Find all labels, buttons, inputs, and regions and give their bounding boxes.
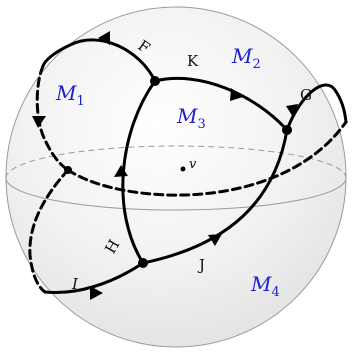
edge-K xyxy=(153,76,289,132)
arrow-G xyxy=(286,104,298,117)
center-point xyxy=(180,166,186,172)
nodes xyxy=(64,76,292,268)
edge-label-K: K xyxy=(187,52,199,70)
sphere xyxy=(5,6,347,348)
node-bottom xyxy=(138,258,148,268)
region-label-M3: M3 xyxy=(176,104,206,132)
arrowheads xyxy=(32,31,298,300)
arrow-I xyxy=(90,286,103,300)
edge-J xyxy=(141,128,289,265)
region-label-M1: M1 xyxy=(55,81,85,109)
edge-G xyxy=(285,83,348,132)
edge-I-back xyxy=(28,168,70,294)
center-point-label: v xyxy=(189,157,197,172)
equator-back xyxy=(5,145,347,179)
edge-F-back xyxy=(35,64,70,172)
equator-front xyxy=(5,177,347,211)
edge-label-G: G xyxy=(300,86,312,104)
node-back xyxy=(64,166,72,174)
edge-I xyxy=(43,261,145,294)
region-label-M4: M4 xyxy=(250,272,280,300)
region-label-M2: M2 xyxy=(231,44,261,72)
arrow-H xyxy=(114,165,128,177)
edge-label-J: J xyxy=(197,256,205,274)
node-right xyxy=(282,125,292,135)
edge-F xyxy=(41,38,157,83)
node-top xyxy=(150,76,160,86)
edge-G-back xyxy=(66,120,348,197)
arrow-F-back xyxy=(32,116,46,128)
back-curves xyxy=(28,64,348,294)
arrow-J xyxy=(208,234,222,246)
arrow-K xyxy=(230,88,243,101)
edge-label-I: I xyxy=(71,275,79,293)
arrow-F xyxy=(98,31,110,45)
